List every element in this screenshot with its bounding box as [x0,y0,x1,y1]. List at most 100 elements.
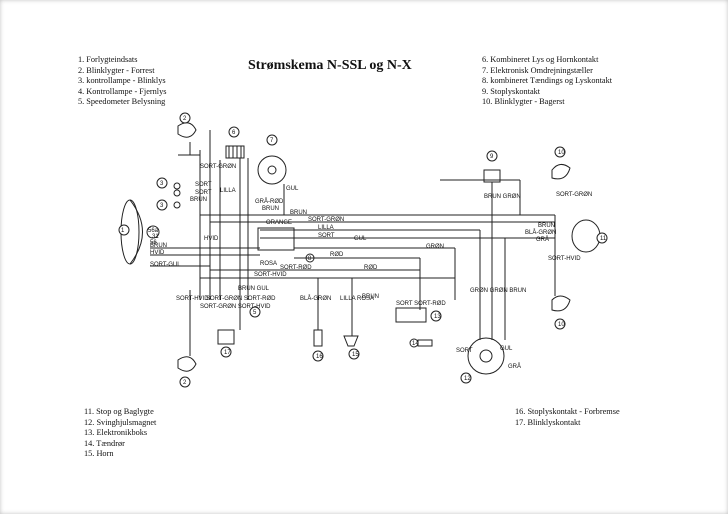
wire-label: BRUN [150,243,167,249]
component-number: 3 [160,181,164,187]
component-number: 14 [412,341,419,347]
wire-label: BRUN [362,294,379,300]
component-number: 16 [316,354,323,360]
wire-label: SORT-GRØN SORT-RØD [206,296,276,302]
component-number: 11 [600,236,607,242]
component-number: 10 [558,150,565,156]
legend-top-right: 6. Kombineret Lys og Hornkontakt 7. Elek… [482,55,612,108]
wire-label: GRÅ [508,363,521,370]
wire-label: SORT-HVID [176,296,209,302]
wire-label: SORT [195,182,212,188]
wire-label: BLÅ-GRØN [300,295,331,302]
ignition-switch: 8 [257,227,315,263]
legend-item: 10. Blinklygter - Bagerst [482,97,565,107]
wire-label: RØD [330,252,344,258]
legend-bottom-right: 16. Stoplyskontakt - Forbremse 17. Blink… [515,407,620,428]
wiring-harness [150,130,556,345]
wire-label: SORT-RØD [280,265,312,271]
legend-item: 17. Blinklyskontakt [515,417,581,427]
wire-label: SORT [195,190,212,196]
wire-label: SORT-GRØN [308,217,344,223]
wire-label: ROSA [260,261,277,267]
wire-label: SORT [318,233,335,239]
component-number: 7 [270,138,274,144]
terminal-label: 31 [152,234,159,240]
component-number: 1 [121,228,125,234]
electronics-box: 13 [395,307,442,323]
legend-item: 9. Stoplyskontakt [482,86,541,96]
wire-label: HVID [204,236,219,242]
component-number: 15 [352,352,359,358]
legend-item: 7. Elektronisk Omdrejningstæller [482,65,593,75]
wire-label: GRØN GRØN BRUN [470,288,526,294]
wire-label: SORT-GRØN SORT-HVID [200,304,271,310]
diagram-title: Strømskema N-SSL og N-X [248,58,412,73]
wire-label: GRÅ-RØD [255,198,284,205]
wire-label: BLÅ-GRØN [525,229,556,236]
tail-light: 11 [571,219,608,253]
legend-item: 11. Stop og Baglygte [84,407,154,416]
component-number: 6 [232,130,236,136]
legend-item: 15. Horn [84,449,114,459]
legend-item: 13. Elektronikboks [84,428,148,438]
component-number: 3 [160,203,164,209]
component-number: 2 [183,116,187,122]
light-horn-switch: 6 [225,126,245,159]
component-number: 12 [464,376,471,382]
wire-label: BRUN [538,223,555,229]
wire-label: ORANGE [266,220,292,226]
rear-indicator-bottom: 10 [551,295,571,330]
legend-item: 5. Speedometer Belysning [78,97,166,107]
legend-item: 8. kombineret Tændings og Lyskontakt [482,76,613,86]
wire-label: SORT-HVID [548,256,581,262]
front-indicator-top: 2 [177,112,200,156]
wire-label: LILLA ROSA [340,296,374,302]
headlight-component: 56a 31 56 1 [118,199,160,265]
rear-indicator-top: 10 [551,146,571,180]
wire-label: BRUN [262,206,279,212]
legend-item: 3. kontrollampe - Blinklys [78,76,166,86]
control-lamp-blinker: 3 3 BRUN [156,177,207,211]
component-number: 13 [434,314,441,320]
wire-label: GRÅ [536,236,549,243]
blinker-switch: 17 [217,329,235,358]
speedometer-light: 5 [239,300,261,320]
component-number: 17 [224,350,231,356]
wire-label: BRUN GUL [238,286,270,292]
spark-plug: 14 [409,338,433,348]
wire-label: HVID [150,250,165,256]
wire-label: SORT-GRØN [556,192,592,198]
wire-label: SORT-GRØN [200,164,236,170]
legend-item: 4. Kontrollampe - Fjernlys [78,86,167,96]
legend-item: 1. Forlygteindsats [78,55,138,64]
wire-label: GUL [500,346,513,352]
wire-label: BRUN GRØN [484,194,521,200]
legend-top-left: 1. Forlygteindsats 2. Blinklygter - Forr… [78,55,167,108]
tachometer: 7 [257,134,287,185]
wire-label: SORT SORT-RØD [396,301,446,307]
legend-bottom-left: 11. Stop og Baglygte 12. Svinghjulsmagne… [84,407,156,460]
wire-label: BRUN [290,210,307,216]
wire-label: GUL [286,186,299,192]
legend-item: 16. Stoplyskontakt - Forbremse [515,407,620,416]
wire-label: GRØN [426,244,444,250]
component-number: 9 [490,154,494,160]
legend-item: 14. Tændrør [84,438,125,448]
wire-label: LILLA [220,188,236,194]
wire-label: RØD [364,265,378,271]
front-indicator-bottom: 2 [177,345,197,388]
front-brake-switch: 16 [312,329,324,362]
flywheel-magneto: 12 [460,337,505,384]
wire-label: SORT [456,348,473,354]
wire-label: LILLA [318,225,334,231]
terminal-label: 56a [148,228,159,234]
component-number: 10 [558,322,565,328]
component-number: 2 [183,380,187,386]
wire-label: SORT-HVID [254,272,287,278]
wire-label: SORT-GUL [150,262,181,268]
wire-label: BRUN [190,197,207,203]
stop-light-switch: 9 [483,150,501,183]
legend-item: 6. Kombineret Lys og Hornkontakt [482,55,599,64]
